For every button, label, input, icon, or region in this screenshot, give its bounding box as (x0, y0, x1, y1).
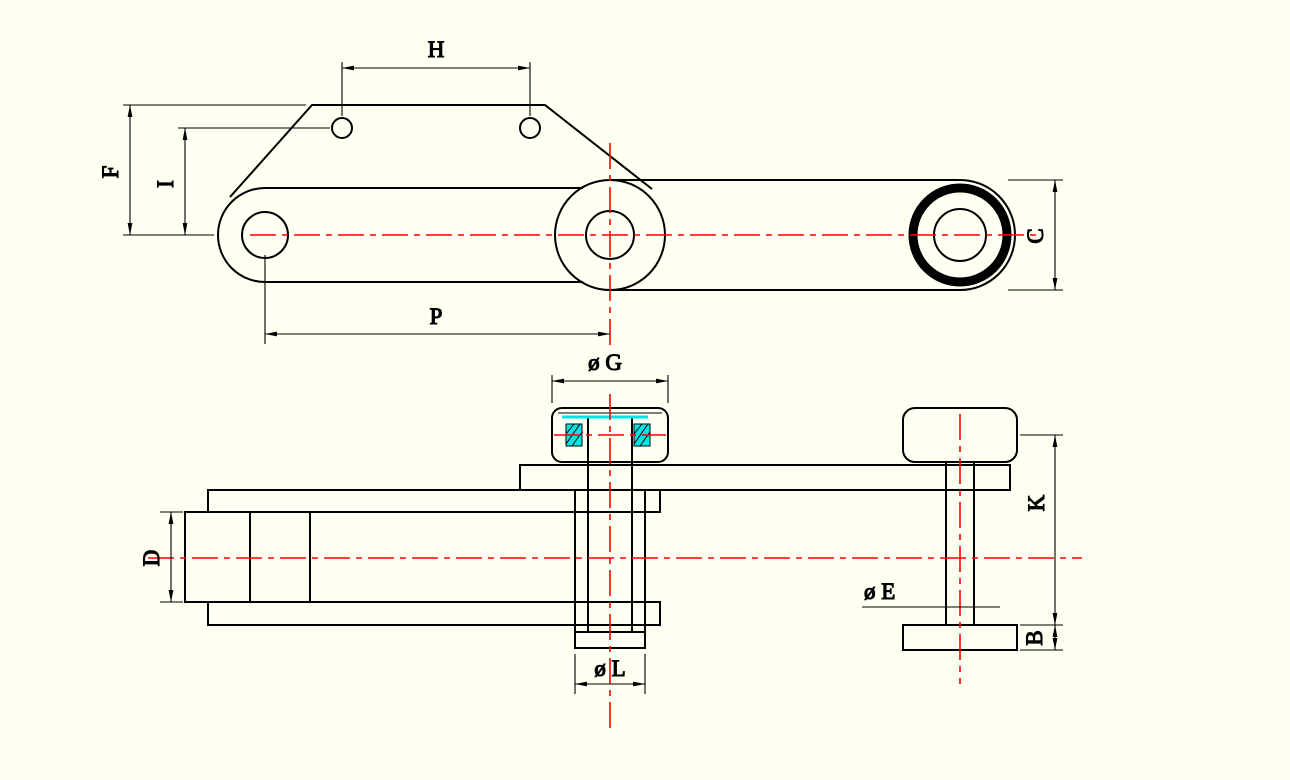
attachment-hole-right (519, 117, 541, 139)
dimension-L: ø L (574, 654, 646, 694)
plan-view: ø G D K B ø E ø L (138, 349, 1082, 732)
dimension-D: D (138, 511, 183, 603)
attachment-plate (229, 104, 653, 198)
dimension-B: B (1020, 625, 1063, 651)
left-end-cap (184, 511, 251, 603)
plan-view-centerlines (148, 394, 1082, 732)
dim-label-e: ø E (864, 579, 895, 604)
dimension-I: I (152, 127, 330, 235)
bottom-side-plate (207, 601, 661, 626)
side-view-centerlines (250, 143, 1042, 347)
dim-label-i: I (153, 180, 178, 188)
dim-label-d: D (139, 550, 164, 567)
dim-label-k: K (1024, 494, 1049, 511)
dim-label-p: P (430, 304, 443, 329)
dimension-C: C (1008, 179, 1063, 291)
left-plate-end-arc (216, 187, 266, 283)
dimension-P: P (264, 255, 610, 344)
dimension-G: ø G (551, 349, 669, 403)
dimension-H: H (341, 36, 531, 116)
dimension-F: F (97, 104, 306, 236)
dimension-K: K (1020, 434, 1063, 626)
dim-label-f: F (98, 166, 123, 179)
dimension-E: ø E (862, 578, 1000, 608)
side-view: H F I P C (97, 36, 1063, 347)
dim-label-c: C (1023, 228, 1048, 243)
top-side-plate (207, 489, 661, 513)
chain-body-section (184, 417, 1018, 651)
attachment-plate-edge (519, 464, 1011, 491)
dim-label-b: B (1022, 630, 1047, 645)
dim-label-l: ø L (594, 656, 625, 681)
attachment-hole-left (331, 117, 353, 139)
dim-label-h: H (428, 37, 445, 62)
dim-label-g: ø G (588, 350, 622, 375)
attachment-plate-profile (229, 104, 653, 198)
